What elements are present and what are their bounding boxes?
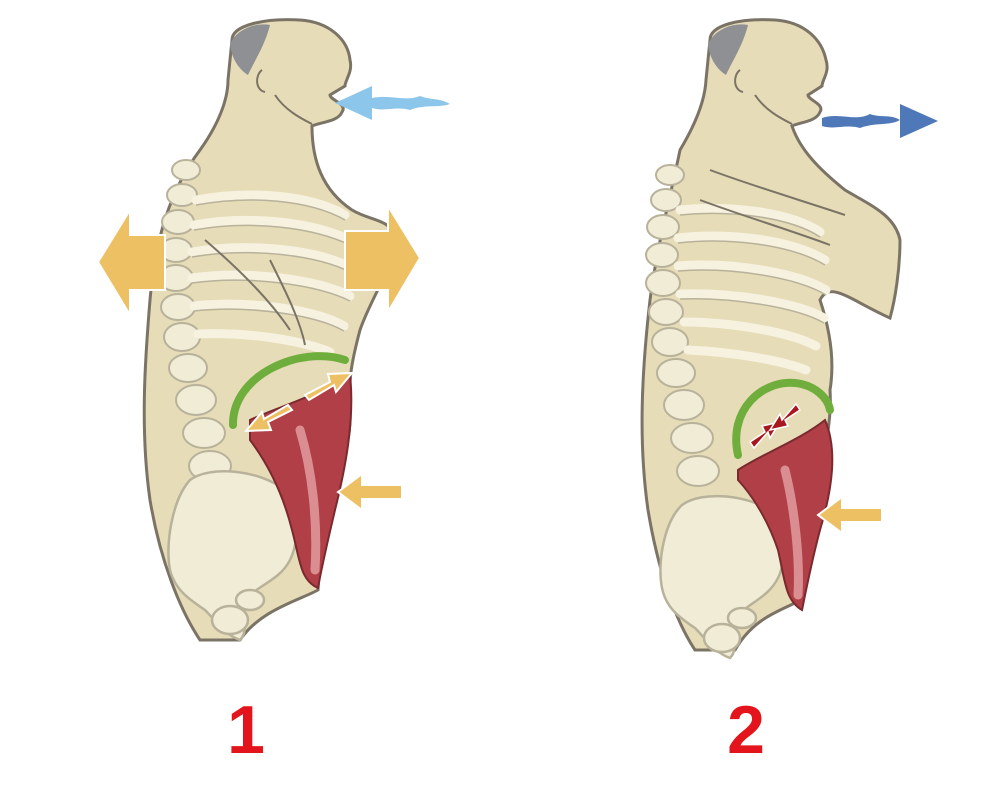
ear xyxy=(734,69,744,93)
push-arrow-icon xyxy=(243,371,355,433)
expansion-arrow-icon xyxy=(344,202,422,316)
contract-arrow-icon xyxy=(748,402,802,450)
exhalation-illustration xyxy=(640,18,938,660)
rib-cage xyxy=(187,190,357,357)
ear xyxy=(256,69,266,93)
inhalation-illustration xyxy=(96,18,450,642)
neck-line xyxy=(754,94,793,125)
hair xyxy=(708,24,748,75)
diaphragm-arc-icon xyxy=(732,378,834,459)
abdominal-muscle xyxy=(737,418,834,612)
arm-outline xyxy=(699,169,846,246)
push-arrow-icon xyxy=(336,472,403,512)
panel-label-1: 1 xyxy=(227,692,265,768)
pelvis xyxy=(659,494,786,660)
air-out-arrow-icon xyxy=(822,104,938,138)
air-in-arrow-icon xyxy=(335,86,450,120)
diaphragm-arc-icon xyxy=(228,352,349,429)
rib-cage xyxy=(673,203,831,375)
spine xyxy=(645,164,720,487)
neck-line xyxy=(274,94,313,125)
panel-inhalation: 1 xyxy=(96,18,450,768)
hair xyxy=(230,24,270,75)
panel-exhalation: 2 xyxy=(500,0,1000,800)
push-arrow-icon xyxy=(816,495,883,535)
expansion-arrow-icon xyxy=(96,206,166,319)
arm-outline xyxy=(204,239,306,346)
panel-label-2: 2 xyxy=(727,692,765,768)
